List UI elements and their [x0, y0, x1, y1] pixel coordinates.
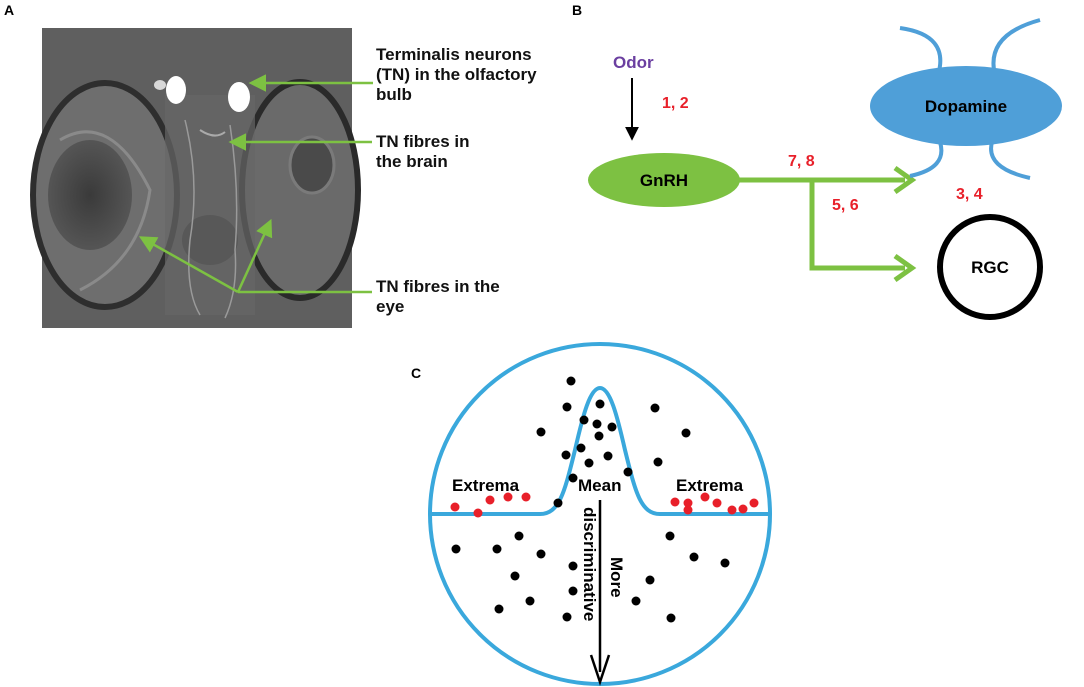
rgc-node: RGC	[937, 214, 1043, 320]
black-dots	[451, 376, 730, 623]
rgc-label: RGC	[971, 258, 1009, 277]
eye-label-line1: TN fibres in the	[376, 277, 500, 296]
pathway-to-rgc-head	[893, 253, 917, 283]
discriminative-arrow-head	[589, 654, 611, 686]
gnrh-label: GnRH	[640, 171, 688, 190]
arrow-label-line2: discriminative	[580, 507, 599, 621]
ref-7-8: 7, 8	[788, 153, 815, 170]
brain-label-line2: the brain	[376, 152, 448, 171]
mean-label: Mean	[578, 476, 621, 495]
red-dots	[450, 492, 759, 518]
gnrh-node: GnRH	[588, 153, 740, 207]
tn-label-line1: Terminalis neurons	[376, 45, 532, 64]
ref-3-4: 3, 4	[956, 186, 983, 203]
extrema-left-label: Extrema	[452, 476, 520, 495]
odor-label: Odor	[613, 53, 654, 72]
brain-label-line1: TN fibres in	[376, 132, 470, 151]
tn-label-line2: (TN) in the olfactory	[376, 65, 537, 84]
panel-a-letter: A	[4, 2, 14, 18]
bell-curve	[430, 385, 770, 516]
panel-a-arrows	[138, 74, 373, 294]
extrema-right-label: Extrema	[676, 476, 744, 495]
panel-c-letter: C	[411, 365, 421, 381]
dopamine-node: Dopamine	[870, 18, 1062, 180]
ref-1-2: 1, 2	[662, 95, 689, 112]
dopamine-label: Dopamine	[925, 97, 1007, 116]
ref-5-6: 5, 6	[832, 197, 859, 214]
eye-label-line2: eye	[376, 297, 404, 316]
microscopy-image	[30, 28, 361, 328]
tn-label-line3: bulb	[376, 85, 412, 104]
arrow-label-line1: More	[607, 557, 626, 598]
panel-b-letter: B	[572, 2, 582, 18]
gnrh-pathways	[738, 165, 917, 283]
eye-fibre-arrow-left	[138, 236, 239, 294]
pathway-to-rgc	[809, 180, 905, 271]
eye-fibre-arrow-right	[236, 218, 273, 293]
panel-a-labels: Terminalis neurons (TN) in the olfactory…	[376, 45, 537, 316]
pathway-to-dopamine-head	[893, 165, 917, 195]
